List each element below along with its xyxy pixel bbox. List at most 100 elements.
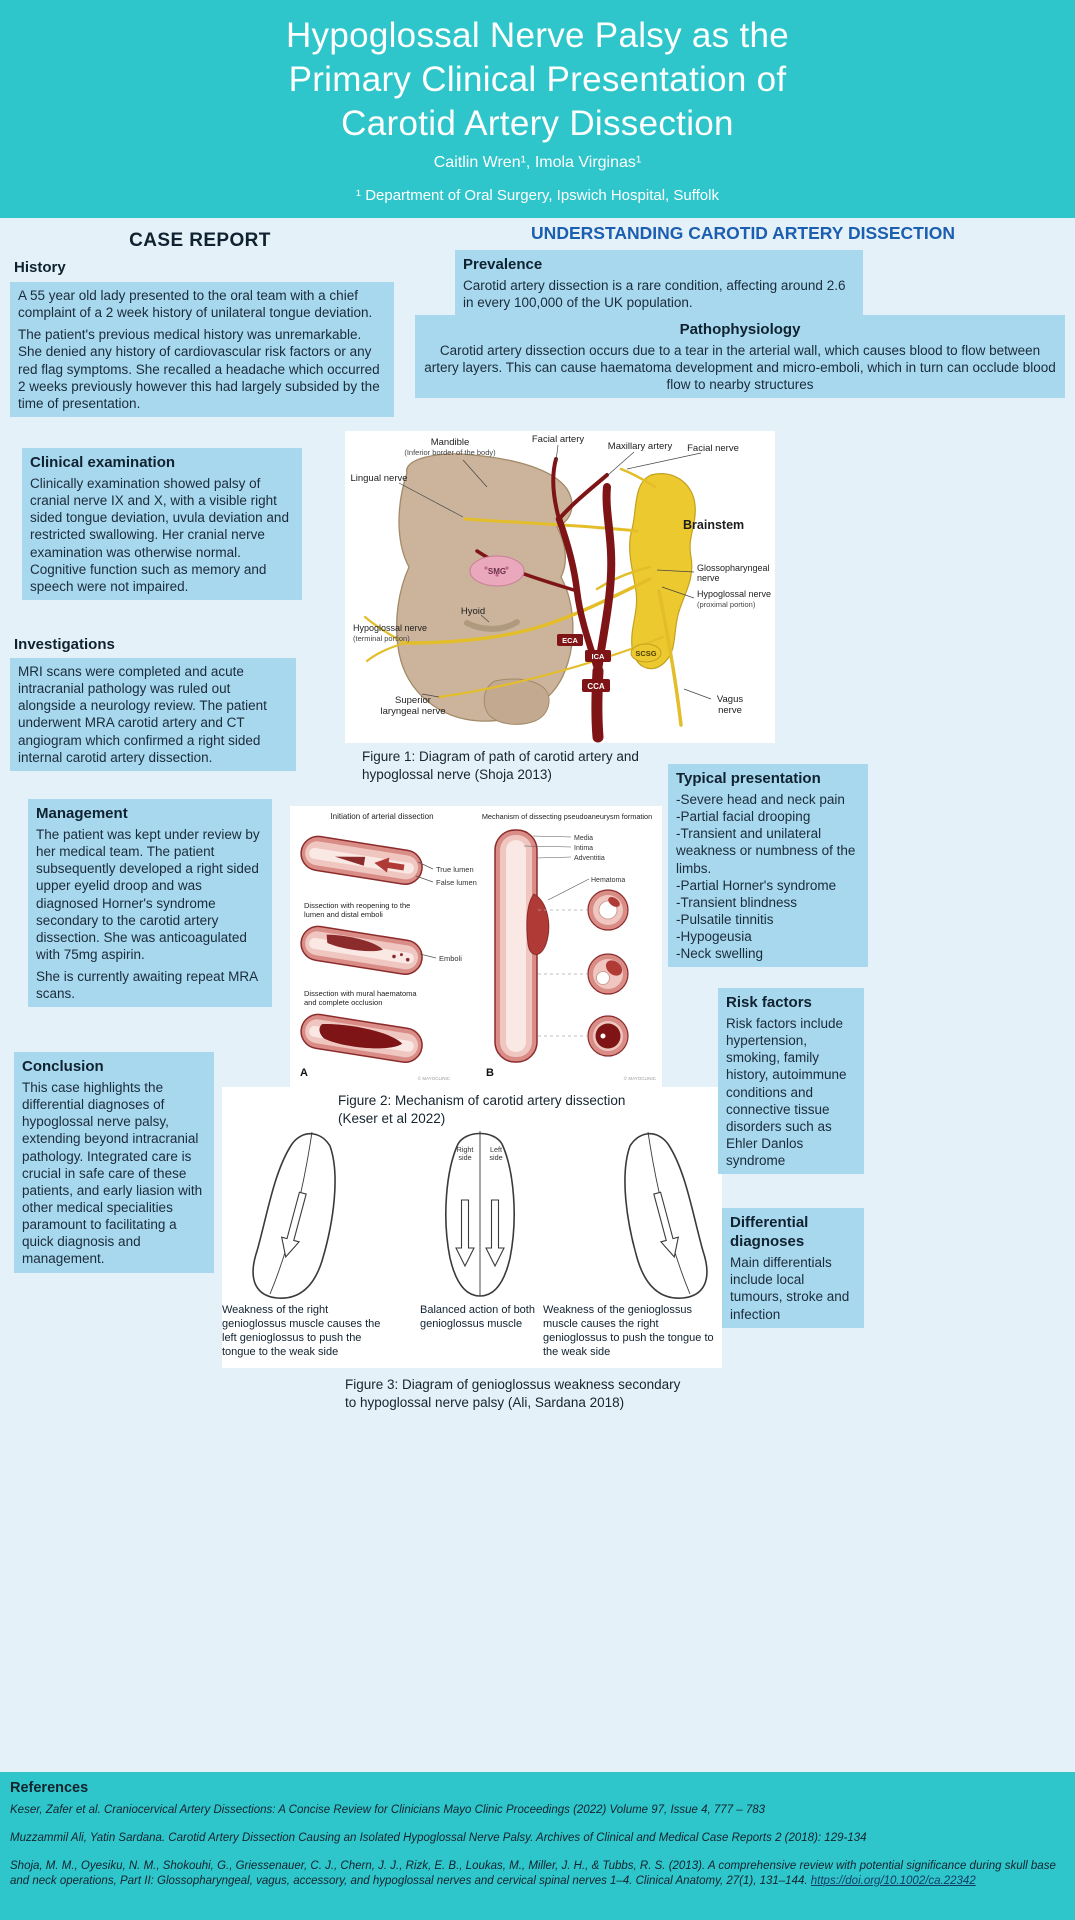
- fig1-label-brainstem: Brainstem: [683, 518, 744, 532]
- history-paragraph-2: The patient's previous medical history w…: [18, 327, 380, 411]
- fig2-label-media: Media: [574, 835, 593, 842]
- fig1-label-vagus: Vagus: [717, 694, 743, 705]
- fig1-label-glossopharyngeal-2: nerve: [697, 573, 720, 583]
- prevalence-heading: Prevalence: [463, 256, 543, 273]
- fig2-label-hematoma: Hematoma: [591, 877, 625, 884]
- conclusion-box: Conclusion This case highlights the diff…: [14, 1052, 214, 1273]
- figure2-dissection-diagram: Initiation of arterial dissection Mechan…: [290, 806, 662, 1087]
- figure3-subcaption-right: Weakness of the genioglossus muscle caus…: [543, 1304, 714, 1359]
- figure2-caption: Figure 2: Mechanism of carotid artery di…: [338, 1093, 626, 1126]
- investigations-box: MRI scans were completed and acute intra…: [10, 658, 296, 771]
- figure3-subcaption-left: Weakness of the right genioglossus muscl…: [222, 1304, 381, 1359]
- down-arrow-icon: [455, 1199, 475, 1268]
- prevalence-box: Prevalence Carotid artery dissection is …: [455, 250, 863, 317]
- fig1-label-facial-nerve: Facial nerve: [687, 443, 739, 454]
- pathophysiology-box: Pathophysiology Carotid artery dissectio…: [415, 315, 1065, 399]
- leader-lines: [398, 444, 712, 700]
- fig2-label-true-lumen: True lumen: [436, 865, 474, 874]
- vertical-artery-pseudoaneurysm: [494, 829, 550, 1063]
- tongue-left-deviation: [252, 1131, 336, 1299]
- hyoid-bone-shape: [464, 619, 520, 632]
- artery-tube-reopening: [300, 925, 423, 975]
- fig3-label-right-side: Right: [457, 1145, 474, 1154]
- fig1-label-mandible: Mandible: [431, 437, 470, 448]
- fig1-label-glossopharyngeal: Glossopharyngeal: [697, 563, 770, 573]
- smg-dot: [505, 566, 509, 570]
- poster-title: Hypoglossal Nerve Palsy as the Primary C…: [0, 14, 1075, 145]
- investigations-text: MRI scans were completed and acute intra…: [18, 664, 267, 765]
- fig1-label-smg: SMG: [488, 567, 506, 576]
- reference-3-doi-link[interactable]: https://doi.org/10.1002/ca.22342: [810, 1874, 976, 1887]
- fig1-label-vagus-2: nerve: [718, 705, 742, 716]
- down-arrow-icon: [485, 1199, 505, 1268]
- reference-3: Shoja, M. M., Oyesiku, N. M., Shokouhi, …: [10, 1859, 1065, 1889]
- poster-title-line-2: Primary Clinical Presentation of: [288, 59, 787, 99]
- fig2-leader-line: [547, 878, 590, 901]
- clinical-examination-heading: Clinical examination: [30, 454, 176, 471]
- fig1-label-ica: ICA: [592, 652, 606, 661]
- fig1-label-hypoglossal-proximal: Hypoglossal nerve: [697, 589, 771, 599]
- fig1-label-superior-laryngeal: Superior: [395, 695, 431, 706]
- artery-tube-occlusion: [300, 1013, 423, 1063]
- fig1-label-facial-artery: Facial artery: [532, 434, 585, 445]
- authors: Caitlin Wren¹, Imola Virginas¹: [433, 154, 642, 172]
- management-paragraph-2: She is currently awaiting repeat MRA sca…: [36, 969, 258, 1002]
- submandibular-gland-shape: [469, 555, 525, 587]
- management-paragraph-1: The patient was kept under review by her…: [36, 827, 260, 963]
- fig2-label-reopening-2: lumen and distal emboli: [304, 910, 383, 919]
- smg-dot: [495, 573, 499, 577]
- history-heading: History: [14, 259, 66, 276]
- down-left-arrow-icon: [280, 1191, 307, 1259]
- affiliation: ¹ Department of Oral Surgery, Ipswich Ho…: [356, 187, 719, 205]
- reference-3-text: Shoja, M. M., Oyesiku, N. M., Shokouhi, …: [10, 1859, 1056, 1887]
- fig2-credit-right: © MAYOCLINIC: [624, 1075, 657, 1081]
- fig2-label-reopening-1: Dissection with reopening to the: [304, 901, 410, 910]
- fig1-label-hyoid: Hyoid: [461, 606, 485, 617]
- risk-factors-heading: Risk factors: [726, 994, 812, 1011]
- artery-tube-initiation: [300, 835, 423, 885]
- poster-title-line-1: Hypoglossal Nerve Palsy as the: [285, 16, 790, 55]
- cross-section-middle: [587, 953, 629, 995]
- understanding-section-heading: UNDERSTANDING CAROTID ARTERY DISSECTION: [531, 223, 955, 243]
- fig2-leader-line: [536, 856, 572, 859]
- typical-item-5: -Transient blindness: [676, 894, 798, 910]
- case-report-heading: CASE REPORT: [129, 230, 271, 251]
- fig1-label-superior-laryngeal-2: laryngeal nerve: [381, 706, 446, 717]
- typical-presentation-box: Typical presentation -Severe head and ne…: [668, 764, 868, 968]
- fig3-label-left-side-2: side: [489, 1153, 502, 1162]
- fig1-label-hypoglossal-proximal-sub: (proximal portion): [697, 600, 756, 609]
- fig3-label-left-side: Left: [490, 1145, 502, 1154]
- differential-diagnoses-heading: Differential diagnoses: [730, 1214, 809, 1251]
- tongue-right-deviation: [624, 1131, 708, 1299]
- differential-diagnoses-box: Differential diagnoses Main differential…: [722, 1208, 864, 1328]
- tongue-balanced: [445, 1131, 515, 1297]
- down-right-arrow-icon: [653, 1191, 680, 1259]
- history-box: A 55 year old lady presented to the oral…: [10, 282, 394, 417]
- brainstem-shape: [629, 473, 696, 670]
- references-heading: References: [10, 1780, 89, 1796]
- risk-factors-box: Risk factors Risk factors include hypert…: [718, 988, 864, 1175]
- typical-presentation-heading: Typical presentation: [676, 770, 821, 787]
- investigations-heading: Investigations: [14, 636, 115, 653]
- fig2-label-mural-1: Dissection with mural haematoma: [304, 989, 417, 998]
- fig2-leader-line: [415, 875, 434, 883]
- artery-paths: [475, 457, 616, 743]
- typical-item-1: -Severe head and neck pain: [676, 792, 845, 808]
- figure1-anatomy-diagram: Mandible (Inferior border of the body) F…: [345, 431, 775, 743]
- conclusion-text: This case highlights the differential di…: [22, 1080, 203, 1267]
- fig1-label-cca: CCA: [587, 682, 605, 691]
- typical-item-2: -Partial facial drooping: [676, 809, 811, 825]
- management-box: Management The patient was kept under re…: [28, 799, 272, 1008]
- fig1-label-scsg: SCSG: [635, 649, 656, 658]
- fig2-leader-line: [532, 835, 572, 838]
- section-connector-lines: [538, 909, 587, 1037]
- fig1-label-lingual-nerve: Lingual nerve: [350, 473, 407, 484]
- scsg-ganglion-shape: [630, 643, 662, 663]
- typical-item-4: -Partial Horner's syndrome: [676, 877, 837, 893]
- conclusion-heading: Conclusion: [22, 1058, 104, 1075]
- fig1-label-eca: ECA: [562, 636, 578, 645]
- clinical-examination-box: Clinical examination Clinically examinat…: [22, 448, 302, 601]
- fig2-leader-line: [523, 845, 572, 848]
- fig2-panel-a-label: A: [300, 1067, 308, 1079]
